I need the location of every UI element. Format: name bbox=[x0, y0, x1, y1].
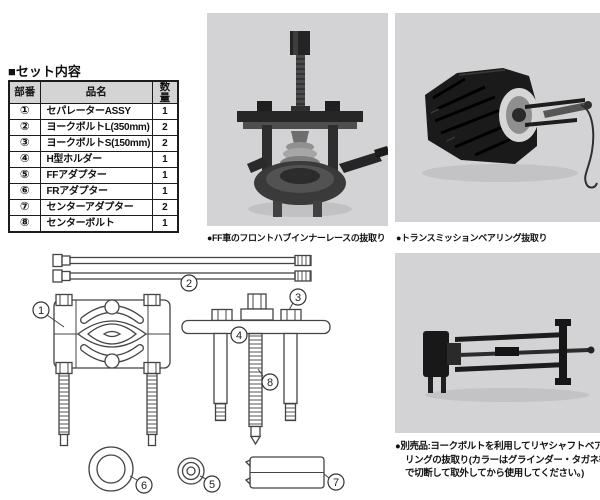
cell-qty: 1 bbox=[152, 183, 179, 200]
drawing-separator-assy bbox=[53, 293, 171, 447]
callout-6: 6 bbox=[129, 475, 153, 494]
callout-7: 7 bbox=[323, 473, 345, 491]
svg-text:2: 2 bbox=[186, 278, 192, 290]
cell-part-name: ヨークボルトS(150mm) bbox=[39, 135, 154, 152]
cell-part-name: ヨークボルトL(350mm) bbox=[39, 119, 154, 136]
table-row: ④ H型ホルダー 1 bbox=[8, 151, 179, 168]
callout-8: 8 bbox=[257, 368, 279, 391]
cell-part-name: センターアダプター bbox=[39, 199, 154, 216]
photo-front-hub-puller bbox=[207, 13, 390, 226]
photo-transmission-bearing bbox=[395, 13, 600, 222]
drawing-yoke-bolt-L bbox=[52, 253, 312, 283]
svg-text:5: 5 bbox=[209, 479, 215, 491]
header-part-name: 品名 bbox=[39, 80, 154, 104]
header-part-no: 部番 bbox=[8, 80, 41, 104]
front-hub-puller-illustration bbox=[237, 31, 390, 217]
cell-qty: 2 bbox=[152, 199, 179, 216]
cell-qty: 1 bbox=[152, 215, 179, 233]
caption-front-hub: ●FF車のフロントハブインナーレースの抜取り bbox=[207, 233, 386, 243]
drawing-fr-adapter bbox=[88, 446, 134, 492]
svg-text:1: 1 bbox=[38, 305, 44, 317]
cell-part-no: ⑤ bbox=[8, 167, 41, 184]
parts-table: 部番 品名 数量 ① セパレーターASSY 1 ② ヨークボルトL(350mm)… bbox=[8, 80, 179, 233]
caption-optional-use: ●別売品:ヨークボルトを利用してリヤシャフトベアリングの抜取り(カラーはグライン… bbox=[395, 441, 600, 479]
drawing-corner-bolts bbox=[55, 293, 161, 375]
cell-part-name: セパレーターASSY bbox=[39, 103, 154, 120]
drawing-ff-adapter bbox=[177, 457, 205, 485]
table-row: ⑥ FRアダプター 1 bbox=[8, 183, 179, 200]
svg-text:8: 8 bbox=[267, 377, 273, 389]
svg-text:7: 7 bbox=[333, 477, 339, 489]
cell-part-no: ④ bbox=[8, 151, 41, 168]
drawing-h-holder bbox=[181, 293, 331, 446]
caption-transmission: ●トランスミッションベアリング抜取り bbox=[396, 233, 548, 243]
table-row: ③ ヨークボルトS(150mm) 2 bbox=[8, 135, 179, 152]
cell-qty: 1 bbox=[152, 103, 179, 120]
transmission-illustration bbox=[422, 68, 598, 189]
parts-exploded-diagram: 1 2 3 4 5 6 7 bbox=[32, 253, 345, 494]
table-row: ⑦ センターアダプター 2 bbox=[8, 199, 179, 216]
cell-part-name: FRアダプター bbox=[39, 183, 154, 200]
svg-text:6: 6 bbox=[141, 480, 147, 492]
callout-5: 5 bbox=[199, 475, 221, 493]
table-row: ⑧ センターボルト 1 bbox=[8, 215, 179, 233]
cell-part-name: FFアダプター bbox=[39, 167, 154, 184]
callout-3: 3 bbox=[288, 288, 307, 311]
cell-qty: 2 bbox=[152, 135, 179, 152]
table-row: ⑤ FFアダプター 1 bbox=[8, 167, 179, 184]
callout-4: 4 bbox=[230, 326, 248, 344]
rear-shaft-illustration bbox=[423, 319, 595, 402]
drawing-center-adapter bbox=[244, 456, 325, 489]
svg-text:3: 3 bbox=[295, 292, 301, 304]
cell-part-no: ⑧ bbox=[8, 215, 41, 233]
svg-text:4: 4 bbox=[236, 330, 242, 342]
cell-part-name: センターボルト bbox=[39, 215, 154, 233]
cell-qty: 1 bbox=[152, 151, 179, 168]
set-contents-title: ■セット内容 bbox=[8, 64, 81, 79]
cell-part-no: ⑦ bbox=[8, 199, 41, 216]
cell-part-no: ③ bbox=[8, 135, 41, 152]
table-header-row: 部番 品名 数量 bbox=[8, 80, 179, 104]
cell-qty: 1 bbox=[152, 167, 179, 184]
header-qty: 数量 bbox=[152, 80, 179, 104]
cell-part-no: ① bbox=[8, 103, 41, 120]
cell-part-no: ⑥ bbox=[8, 183, 41, 200]
photo-rear-shaft-bearing bbox=[395, 253, 600, 433]
table-row: ② ヨークボルトL(350mm) 2 bbox=[8, 119, 179, 136]
cell-qty: 2 bbox=[152, 119, 179, 136]
cell-part-no: ② bbox=[8, 119, 41, 136]
callout-1: 1 bbox=[32, 301, 65, 328]
callout-2: 2 bbox=[180, 274, 198, 292]
cell-part-name: H型ホルダー bbox=[39, 151, 154, 168]
table-row: ① セパレーターASSY 1 bbox=[8, 103, 179, 120]
